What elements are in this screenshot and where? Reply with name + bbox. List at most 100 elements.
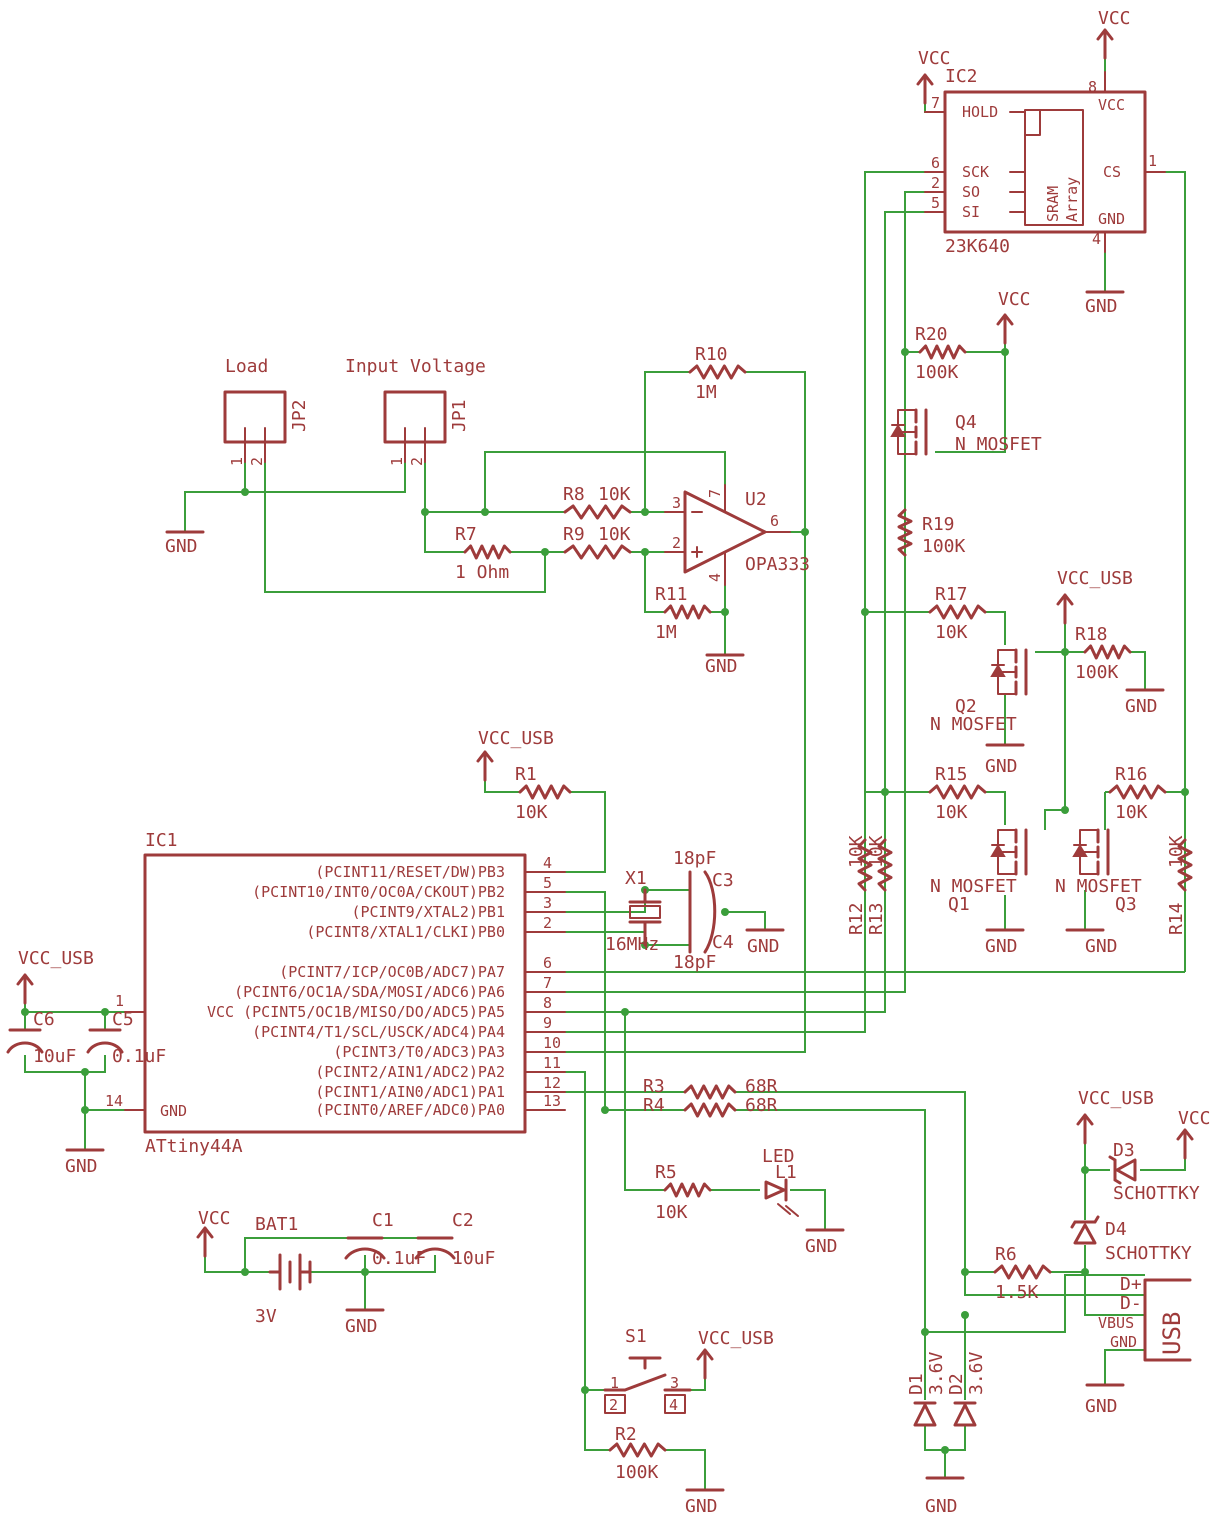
d1-name: D1 [906, 1373, 927, 1395]
ic1-pin-num: 2 [543, 914, 552, 932]
c2-name: C2 [452, 1210, 474, 1231]
jp1-name: JP1 [449, 399, 470, 432]
ic1-pin-num: 5 [543, 874, 552, 892]
cap-c5: C5 0.1uF [86, 1009, 166, 1067]
ic2-pin-gnd-num: 4 [1092, 230, 1101, 248]
supply-symbols: VCCVCCVCCVCC_USBVCC_USBVCC_USBVCCVCC_USB… [16, 8, 1211, 1517]
vcc-usb-c6-label: VCC_USB [18, 948, 94, 969]
ic2-pin-label: SO [962, 183, 980, 201]
jp2-pin2: 2 [248, 457, 266, 466]
gnd-label: GND [345, 1316, 378, 1337]
resistor-r6: R61.5K [993, 1244, 1052, 1303]
d3-value: SCHOTTKY [1113, 1183, 1200, 1204]
gnd-label: GND [985, 936, 1018, 957]
ic2-pin-cs-label: CS [1103, 163, 1121, 181]
led-name: L1 [775, 1162, 797, 1183]
ic2-pin-num: 6 [931, 154, 940, 172]
gnd-label: GND [65, 1156, 98, 1177]
resistor-r7: R71 Ohm [455, 524, 512, 583]
ic2-inner-1: SRAM [1044, 186, 1062, 222]
gnd-label: GND [1085, 936, 1118, 957]
q1-name: Q1 [948, 894, 970, 915]
opamp-pin7: 7 [706, 489, 724, 498]
ic2-pin-num: 5 [931, 194, 940, 212]
vcc-usb-d3: VCC_USB [1076, 1088, 1154, 1145]
d2-name: D2 [946, 1373, 967, 1395]
ic2-inner-2: Array [1063, 177, 1081, 222]
gnd-label: GND [1125, 696, 1158, 717]
s1-pin3: 3 [670, 1374, 679, 1392]
r4-value: 68R [745, 1095, 778, 1116]
ic2-pin-vcc-num: 8 [1088, 78, 1097, 96]
ic2-pin-num: 2 [931, 174, 940, 192]
opamp-pin3: 3 [672, 494, 681, 512]
connector-jp1: Input Voltage JP1 1 2 [345, 356, 486, 466]
q4-value: N MOSFET [955, 434, 1042, 455]
opamp-u2: 3 2 6 7 4 U2 OPA333 [664, 484, 810, 586]
ic2-pin-cs-num: 1 [1148, 152, 1157, 170]
d4-name: D4 [1105, 1219, 1127, 1240]
gnd-symbol: GND [925, 1476, 965, 1517]
s1-pin2: 2 [609, 1396, 618, 1414]
vcc-usb-r1: VCC_USB [476, 728, 554, 782]
q2-name: Q2 [955, 696, 977, 717]
r1-name: R1 [515, 764, 537, 785]
bat1-name: BAT1 [255, 1214, 298, 1235]
gnd-label: GND [805, 1236, 838, 1257]
ic1-pin-num: 12 [543, 1074, 561, 1092]
gnd-symbol: GND [165, 530, 205, 557]
r2-value: 100K [615, 1462, 659, 1483]
ic1-pin-label: (PCINT9/XTAL2)PB1 [351, 903, 505, 921]
opamp-value: OPA333 [745, 554, 810, 575]
c1-name: C1 [372, 1210, 394, 1231]
c4-name: C4 [712, 932, 734, 953]
vcc-q4: VCC [996, 289, 1031, 345]
q2-value: N MOSFET [930, 714, 1017, 735]
c3-name: C3 [712, 870, 734, 891]
x1-name: X1 [625, 868, 647, 889]
ic1-pin-label: (PCINT3/T0/ADC3)PA3 [333, 1043, 505, 1061]
vcc-usb-s1-label: VCC_USB [698, 1328, 774, 1349]
jp2-name: JP2 [289, 399, 310, 432]
r8-value: 10K [598, 484, 631, 505]
opamp-pin6: 6 [770, 512, 779, 530]
r11-name: R11 [655, 584, 688, 605]
vcc-hold-label: VCC [918, 48, 951, 69]
r19-name: R19 [922, 514, 955, 535]
ic1-pin-num: 8 [543, 994, 552, 1012]
jp1-pin1: 1 [388, 457, 406, 466]
ic1-pin-num: 9 [543, 1014, 552, 1032]
c5-name: C5 [112, 1009, 134, 1030]
opamp-pin2: 2 [672, 534, 681, 552]
vcc-bat-label: VCC [198, 1208, 231, 1229]
led-value: LED [762, 1146, 795, 1167]
ic2-pin-num: 7 [931, 94, 940, 112]
r14-name: R14 [1166, 902, 1187, 935]
connector-jp2: Load JP2 1 2 [223, 356, 310, 466]
s1-name: S1 [625, 1326, 647, 1347]
d4-value: SCHOTTKY [1105, 1243, 1192, 1264]
gnd-label: GND [165, 536, 198, 557]
crystal-x1: X1 16MHz [605, 868, 662, 955]
usb-pin-dminus: D- [1120, 1293, 1142, 1314]
r18-value: 100K [1075, 662, 1119, 683]
mosfet-q1: Q1N MOSFET [930, 828, 1028, 915]
switch-s1: S1 1 2 3 4 [603, 1326, 692, 1414]
jp2-pin1: 1 [228, 457, 246, 466]
vcc-usb-c6: VCC_USB [16, 948, 94, 1005]
s1-pin1: 1 [610, 1374, 619, 1392]
cap-c6: C6 10uF [6, 1009, 76, 1067]
jp2-title: Load [225, 356, 268, 377]
gnd-symbol: GND [705, 653, 745, 677]
jp1-title: Input Voltage [345, 356, 486, 377]
